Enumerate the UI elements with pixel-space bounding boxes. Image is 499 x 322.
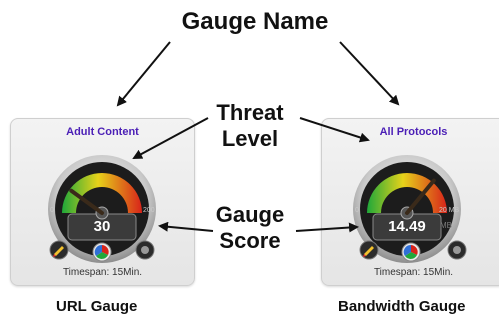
arrow-name-to-url [116,41,171,107]
arrow-score-to-url [158,221,214,232]
gauge-needle [405,178,436,215]
gauge-timespan: Timespan: 15Min. [373,267,454,278]
arrow-name-to-bw [339,41,400,106]
bandwidth-gauge-caption: Bandwidth Gauge [338,298,466,315]
callout-gauge-score: Gauge Score [200,202,300,254]
gauge-score: 14.49 [388,218,426,235]
pencil-icon[interactable] [359,240,379,260]
gauge-needle [69,188,104,215]
gauge-timespan: Timespan: 15Min. [62,267,143,278]
arrow-threat-to-url [132,117,209,159]
gauge-min-label: 0 [355,207,359,214]
pie-chart-icon[interactable] [401,242,421,262]
gauge-max-label: 20 MB [439,207,460,214]
url-gauge-caption: URL Gauge [56,298,138,315]
globe-icon[interactable] [447,240,467,260]
callout-threat-level: Threat Level [200,100,300,152]
arrow-threat-to-bw [299,117,370,143]
url-gauge-graphic [48,155,156,263]
callout-gauge-name: Gauge Name [181,8,329,35]
callout-threat-line2: Level [221,126,279,151]
gauge-min-label: 0 [50,207,54,214]
threat-level-arc [367,173,447,213]
gauge-title: Adult Content [66,126,139,138]
callout-score-line2: Score [219,228,281,253]
threat-level-arc [62,173,142,213]
callout-score-line1: Gauge [215,202,285,227]
callout-threat-line1: Threat [216,100,284,125]
pencil-icon[interactable] [49,240,69,260]
gauge-score: 30 [93,218,111,235]
gauge-unit: MB [440,221,452,230]
gauge-title: All Protocols [379,126,448,138]
globe-icon[interactable] [135,240,155,260]
bandwidth-gauge-widget[interactable]: All Protocols 0 20 MB 14.49 MB Timespan:… [321,118,499,286]
arrow-score-to-bw [295,222,359,233]
pie-chart-icon[interactable] [92,242,112,262]
url-gauge-widget[interactable]: Adult Content 0 200 30 Timespan: 15Min. [10,118,195,286]
bandwidth-gauge-graphic [353,155,467,263]
gauge-max-label: 200 [143,207,155,214]
